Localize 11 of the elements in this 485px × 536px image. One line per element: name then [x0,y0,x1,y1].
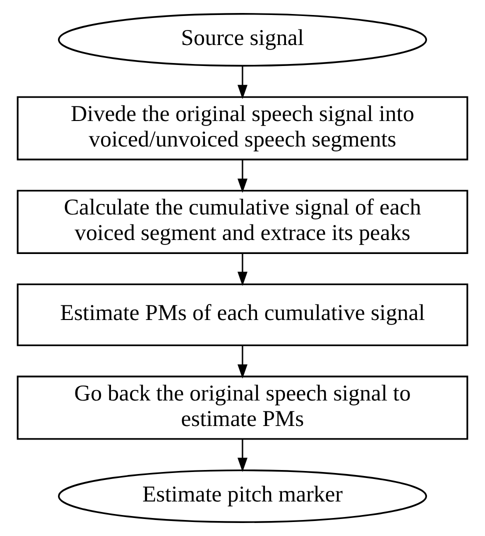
arrow [238,253,248,286]
node-box: Calculate the cumulative signal of each voiced segment and extrace its peaks [16,190,468,254]
node-box: Divede the original speech signal into voiced/unvoiced speech segments [16,96,468,160]
arrow [238,160,248,193]
node-box: Go back the original speech signal to estimate PMs [16,376,468,440]
node-ellipse: Estimate pitch marker [58,469,428,523]
arrow [238,439,248,472]
arrow [238,346,248,379]
arrow [238,66,248,100]
node-box: Estimate PMs of each cumulative signal [16,283,468,346]
node-ellipse: Source signal [58,13,428,67]
